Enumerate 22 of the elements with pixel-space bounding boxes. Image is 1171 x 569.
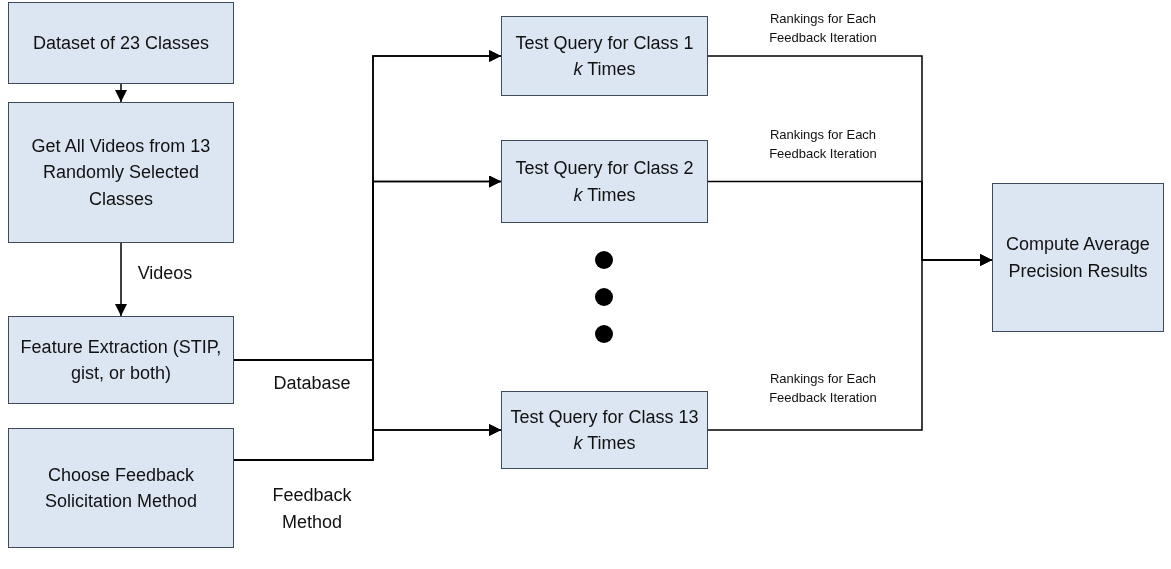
line-label: Feedback Method	[271, 484, 353, 534]
box-text: Test Query for Class 2 k Times	[514, 157, 695, 207]
box-text: Choose Feedback Solicitation Method	[43, 463, 199, 513]
process-box	[501, 16, 708, 96]
process-box	[8, 428, 234, 548]
line-label: Database	[272, 372, 352, 395]
process-box	[8, 102, 234, 243]
arrow	[707, 254, 993, 431]
process-box	[8, 2, 234, 84]
box-text: Feature Extraction (STIP, gist, or both)	[19, 335, 223, 385]
arrow	[233, 424, 502, 461]
process-box	[501, 391, 708, 469]
box-text: Test Query for Class 13 k Times	[510, 405, 699, 455]
process-box	[501, 140, 708, 223]
process-box	[8, 316, 234, 404]
arrow	[115, 83, 127, 103]
process-box	[992, 183, 1164, 332]
box-text: Compute Average Precision Results	[1005, 233, 1151, 283]
box-text: Dataset of 23 Classes	[32, 31, 210, 55]
box-text: Get All Videos from 13 Randomly Selected Classes	[30, 135, 212, 211]
box-text: Test Query for Class 1 k Times	[514, 31, 695, 81]
arrow	[115, 242, 127, 317]
